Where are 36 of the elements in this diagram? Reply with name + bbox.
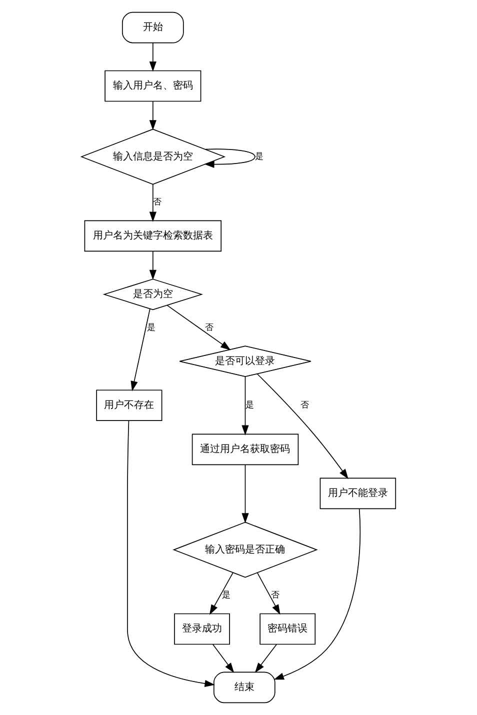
- arrow: [212, 644, 234, 673]
- node-box: 用户不能登录: [320, 478, 396, 510]
- arrow: [204, 148, 256, 168]
- arrow: [242, 464, 249, 524]
- node-box: 登录成功: [174, 613, 230, 645]
- node-box: 输入用户名、密码: [104, 70, 202, 102]
- node-diamond: 是否为空: [102, 278, 204, 310]
- edge-label: 否: [270, 590, 279, 600]
- edge-label: 否: [204, 322, 213, 332]
- node-diamond: 输入密码是否正确: [172, 522, 318, 578]
- node-box: 用户不存在: [96, 390, 162, 422]
- edge-label: 是: [222, 590, 230, 600]
- arrow: [209, 572, 234, 615]
- node-diamond: 输入信息是否为空: [80, 128, 226, 185]
- arrow: [242, 376, 249, 436]
- node-box: 开始: [122, 12, 184, 44]
- arrow: [257, 572, 280, 615]
- arrow: [149, 250, 156, 280]
- arrow: [274, 508, 361, 680]
- node-diamond: 是否可以登录: [179, 346, 312, 377]
- arrow: [149, 42, 156, 72]
- arrow: [149, 101, 156, 130]
- edge-label: 是: [147, 322, 156, 332]
- arrow: [166, 305, 231, 350]
- edge-label: 是: [245, 399, 254, 410]
- node-box: 密码错误: [260, 613, 316, 645]
- edge-label: 是: [255, 150, 264, 161]
- arrow: [127, 420, 215, 688]
- node-box: 用户名为关键字检索数据表: [84, 220, 222, 252]
- edge-label: 否: [300, 399, 309, 410]
- arrow: [254, 644, 277, 673]
- arrow: [130, 308, 150, 392]
- node-box: 通过用户名获取密码: [192, 434, 299, 466]
- arrow: [256, 374, 348, 480]
- arrow: [149, 184, 156, 222]
- node-box: 结束: [213, 672, 276, 704]
